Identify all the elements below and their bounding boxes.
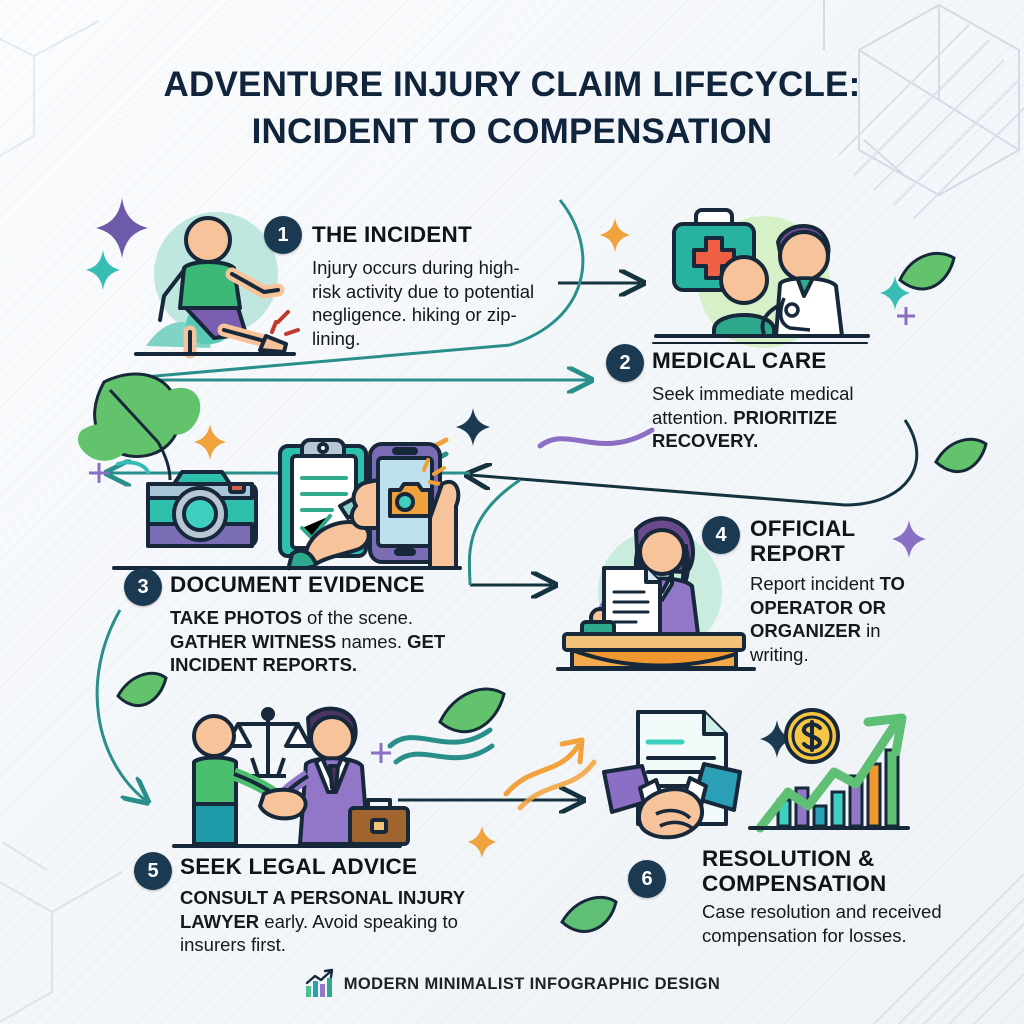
step-5-body-run-bold: CONSULT A PERSONAL INJURY LAWYER: [180, 887, 465, 932]
step-6-body: Case resolution and received compensatio…: [702, 900, 942, 947]
sparkle-icon: [408, 480, 438, 514]
footer-label: Modern Minimalist Infographic Design: [343, 974, 721, 993]
step-2-body: Seek immediate medical attention. PRIORI…: [652, 382, 902, 453]
handshake-lawyer-scales-icon: [172, 706, 410, 848]
leaf-decoration-icon: [560, 895, 618, 933]
step-3-heading: Document Evidence: [170, 572, 425, 597]
step-3-body-run-bold-3: GET INCIDENT REPORTS.: [170, 630, 446, 676]
doctor-patient-first-aid-kit-icon: [654, 208, 870, 348]
leaf-decoration-icon: [77, 372, 201, 481]
step-3-body: TAKE PHOTOS of the scene. GATHER WITNESS…: [170, 606, 460, 677]
step-1-heading: The Incident: [312, 222, 472, 247]
leaf-decoration-icon: [438, 687, 506, 734]
step-4-number-badge: 4: [702, 516, 740, 554]
sparkle-icon: [600, 218, 630, 252]
step-5-body: CONSULT A PERSONAL INJURY LAWYER early. …: [180, 886, 480, 957]
step-3-body-run-bold-2: GATHER WITNESS: [170, 630, 337, 652]
step-4-body: Report incident TO OPERATOR OR ORGANIZER…: [750, 572, 920, 667]
step-3-body-run-bold: TAKE PHOTOS: [170, 607, 302, 628]
bar-chart-growth-icon: [305, 968, 333, 997]
sparkle-icon: [456, 408, 490, 446]
page-title-line-2: Incident to Compensation: [251, 111, 773, 151]
step-3-body-run: of the scene.: [301, 607, 413, 628]
step-2-heading: Medical Care: [652, 348, 827, 373]
page-title: Adventure Injury Claim Lifecycle: Incide…: [0, 62, 1024, 155]
step-1-number-badge: 1: [264, 216, 302, 254]
squiggle-decoration-icon: [331, 437, 449, 479]
footer: Modern Minimalist Infographic Design: [0, 968, 1024, 998]
step-3-body-run-2: names.: [336, 630, 408, 652]
squiggle-decoration-icon: [537, 427, 655, 449]
step-2-divider: [652, 342, 868, 344]
plus-mark-icon: [89, 463, 109, 483]
page-title-line-1: Adventure Injury Claim Lifecycle:: [163, 65, 861, 104]
handshake-document-coin-growth-chart-icon: [602, 708, 910, 840]
step-4-body-run: Report incident: [750, 573, 880, 594]
sparkle-icon: [86, 250, 120, 290]
leaf-decoration-icon: [934, 437, 988, 474]
sparkle-icon: [96, 198, 148, 258]
step-1-body: Injury occurs during high-risk activity …: [312, 256, 548, 351]
step-4-body-run-bold: TO OPERATOR OR ORGANIZER: [750, 573, 905, 642]
camera-clipboard-phone-icon: [112, 438, 462, 571]
sparkle-icon: [194, 424, 226, 460]
step-6-number-badge: 6: [628, 860, 666, 898]
step-5-body-run: early. Avoid speaking to insurers first.: [180, 910, 458, 956]
plus-mark-icon: [371, 743, 391, 763]
step-3-number-badge: 3: [124, 568, 162, 606]
step-5-number-badge: 5: [134, 852, 172, 890]
step-4-heading: Official Report: [750, 516, 855, 567]
step-5-heading: Seek Legal Advice: [180, 854, 418, 879]
step-2-body-run: Seek immediate medical attention.: [652, 383, 854, 428]
leaf-decoration-icon: [898, 251, 956, 291]
leaf-decoration-icon: [116, 671, 168, 708]
step-6-heading: Resolution & Compensation: [702, 846, 887, 897]
arrow-flourish-icon: [503, 737, 597, 811]
step-2-number-badge: 2: [606, 344, 644, 382]
step-2-body-run-bold: PRIORITIZE RECOVERY.: [652, 406, 838, 452]
squiggle-decoration-icon: [387, 727, 495, 765]
step-4-body-run-2: in writing.: [750, 620, 881, 666]
step-6-body-run: Case resolution and received compensatio…: [702, 901, 942, 946]
sparkle-icon: [880, 276, 910, 310]
step-1-body-run: Injury occurs during high-risk activity …: [312, 257, 535, 350]
sparkle-icon: [760, 720, 794, 758]
plus-mark-icon: [897, 307, 915, 325]
